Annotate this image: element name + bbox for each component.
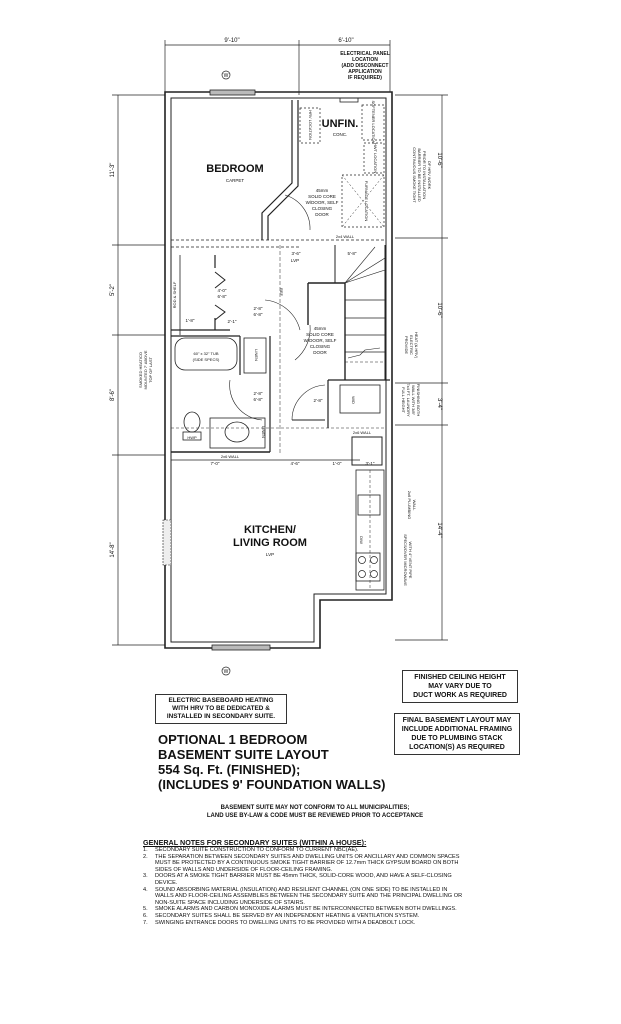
svg-text:HWP: HWP [187,435,197,440]
svg-text:SOLID CORE: SOLID CORE [308,194,336,199]
svg-text:45mm: 45mm [314,326,327,331]
note-item: 1.SECONDARY SUITE CONSTRUCTION TO CONFOR… [143,847,359,853]
svg-text:OF HRV WORK: OF HRV WORK [427,161,432,190]
svg-text:LVP: LVP [291,258,299,263]
svg-text:HRV LOCATION: HRV LOCATION [308,110,313,140]
svg-text:2'-1": 2'-1" [228,319,237,324]
plan-title: OPTIONAL 1 BEDROOM BASEMENT SUITE LAYOUT… [158,732,386,792]
svg-text:2'-8": 2'-8" [314,398,323,403]
note-item: 7.SWINGING ENTRANCE DOORS TO DWELLING UN… [143,919,416,926]
svg-text:SMOKED HEAT/CO: SMOKED HEAT/CO [138,352,143,388]
svg-text:ROD & SHELF: ROD & SHELF [172,281,177,308]
svg-text:3'-1": 3'-1" [366,461,375,466]
svg-text:REF: REF [279,288,284,297]
svg-text:HEAT (& HRV): HEAT (& HRV) [414,332,419,359]
svg-text:3'-4": 3'-4" [436,398,442,410]
svg-text:1'-8": 1'-8" [186,318,195,323]
svg-text:5'-8": 5'-8" [348,251,357,256]
svg-text:SOFTENER LOCATION: SOFTENER LOCATION [371,100,376,143]
svg-text:6'-8": 6'-8" [254,397,263,402]
svg-text:CONTINUOUS SMOKE TIGHT: CONTINUOUS SMOKE TIGHT [412,147,417,203]
svg-text:2x6 WALL: 2x6 WALL [221,454,240,459]
svg-text:10'-6": 10'-6" [436,152,442,167]
svg-text:60" x 32" TUB: 60" x 32" TUB [194,351,219,356]
svg-text:2'-8": 2'-8" [254,391,263,396]
ceiling-height-note: FINISHED CEILING HEIGHT MAY VARY DUE TO … [402,670,518,703]
svg-text:6'-8": 6'-8" [254,312,263,317]
svg-text:SPECS/OVER MICROWAVE: SPECS/OVER MICROWAVE [403,534,408,586]
svg-text:8'-6": 8'-6" [110,389,116,401]
svg-text:D/W: D/W [359,536,364,544]
svg-text:FURNACE LOCATION: FURNACE LOCATION [364,181,369,222]
svg-text:45mm: 45mm [316,188,329,193]
svg-text:W/D: W/D [351,396,356,404]
svg-text:5'-2": 5'-2" [110,284,116,296]
top-dim-2: 6'-10" [338,38,353,44]
svg-text:LIVING ROOM: LIVING ROOM [233,537,307,549]
window-tag-bottom: W [224,669,229,675]
svg-text:WITH 4" VENT PIPE: WITH 4" VENT PIPE [408,542,413,579]
svg-text:TOP OF LAST: TOP OF LAST [148,357,153,383]
note-item: 3.DOORS AT A SMOKE TIGHT BARRIER MUST BE… [143,873,452,886]
heating-note: ELECTRIC BASEBOARD HEATING WITH HRV TO B… [155,694,287,724]
svg-text:SOLID CORE: SOLID CORE [306,332,334,337]
svg-text:ELECTRICAL PANEL: ELECTRICAL PANEL [340,51,390,57]
room-unfinished: UNFIN. [322,118,359,130]
svg-text:CLOSING: CLOSING [310,344,331,349]
svg-text:CARPET: CARPET [226,178,245,183]
svg-text:14'-4": 14'-4" [436,522,442,537]
svg-text:(SIDE SPECS): (SIDE SPECS) [193,357,220,362]
svg-text:2'-8": 2'-8" [254,306,263,311]
svg-text:WALL: WALL [412,500,417,512]
disclaimer: BASEMENT SUITE MAY NOT CONFORM TO ALL MU… [206,805,424,819]
svg-text:1'-0": 1'-0" [333,461,342,466]
svg-text:LINEN: LINEN [261,426,266,438]
top-dim-1: 9'-10" [224,38,239,44]
svg-text:14'-8": 14'-8" [110,542,116,557]
svg-text:HWT LOCATION: HWT LOCATION [373,143,378,173]
svg-text:7x4 FT. LAUNDRY: 7x4 FT. LAUNDRY [406,383,411,417]
svg-text:2x4 WALL: 2x4 WALL [336,234,355,239]
note-item: 6.SECONDARY SUITES SHALL BE SERVED BY AN… [143,912,420,919]
svg-text:MOUNTED 7' ABOVE: MOUNTED 7' ABOVE [143,350,148,389]
svg-text:11'-3": 11'-3" [110,163,116,178]
general-notes: GENERAL NOTES FOR SECONDARY SUITES (WITH… [143,838,463,926]
svg-text:6'-8": 6'-8" [218,294,227,299]
note-item: 5.SMOKE ALARMS AND CARBON MONOXIDE ALARM… [143,906,457,913]
room-kitchen: KITCHEN/ [244,524,296,536]
svg-text:4'-0": 4'-0" [218,288,227,293]
note-item: 2.THE SEPARATION BETWEEN SECONDARY SUITE… [143,853,460,873]
svg-text:CONC.: CONC. [333,132,348,137]
floor-plan: 9'-10" 6'-10" ELECTRICAL PANEL LOCATION … [110,38,448,676]
svg-text:2x6 WALL: 2x6 WALL [353,430,372,435]
svg-text:BARRIER TO BE INSTALLED: BARRIER TO BE INSTALLED [417,148,422,201]
svg-text:ELECTRIC: ELECTRIC [409,335,414,355]
svg-text:CLOSING: CLOSING [312,206,333,211]
svg-text:7'-0": 7'-0" [211,461,220,466]
svg-text:DOOR: DOOR [315,212,329,217]
svg-text:WALL WITH 3/8": WALL WITH 3/8" [411,385,416,416]
svg-text:3'-6": 3'-6" [292,251,301,256]
svg-text:PROVIDE: PROVIDE [404,336,409,354]
svg-text:APPLICATION: APPLICATION [348,69,382,75]
svg-text:10'-6": 10'-6" [436,302,442,317]
svg-text:IF REQUIRED): IF REQUIRED) [348,75,382,81]
layout-framing-note: FINAL BASEMENT LAYOUT MAY INCLUDE ADDITI… [394,713,520,755]
room-bedroom: BEDROOM [206,163,263,175]
svg-text:W/DOOR, SELF: W/DOOR, SELF [306,200,339,205]
svg-text:FINISHING BOTH: FINISHING BOTH [416,384,421,417]
svg-text:W/DOOR, SELF: W/DOOR, SELF [304,338,337,343]
note-item: 4.SOUND ABSORBING MATERIAL (INSULATION) … [143,886,463,906]
svg-text:(ADD DISCONNECT: (ADD DISCONNECT [342,63,389,69]
window-tag-top: W [224,73,229,79]
svg-text:2x6 PLUMBING: 2x6 PLUMBING [407,491,412,519]
svg-text:FULL HEIGHT: FULL HEIGHT [401,387,406,413]
svg-text:PRIOR TO INSTALLATION: PRIOR TO INSTALLATION [422,151,427,199]
svg-text:LVP: LVP [266,552,274,557]
general-notes-heading: GENERAL NOTES FOR SECONDARY SUITES (WITH… [143,838,367,847]
svg-text:DOOR: DOOR [313,350,327,355]
svg-text:LOCATION: LOCATION [352,57,378,63]
svg-text:4'-6": 4'-6" [291,461,300,466]
svg-text:LINEN: LINEN [254,349,259,361]
